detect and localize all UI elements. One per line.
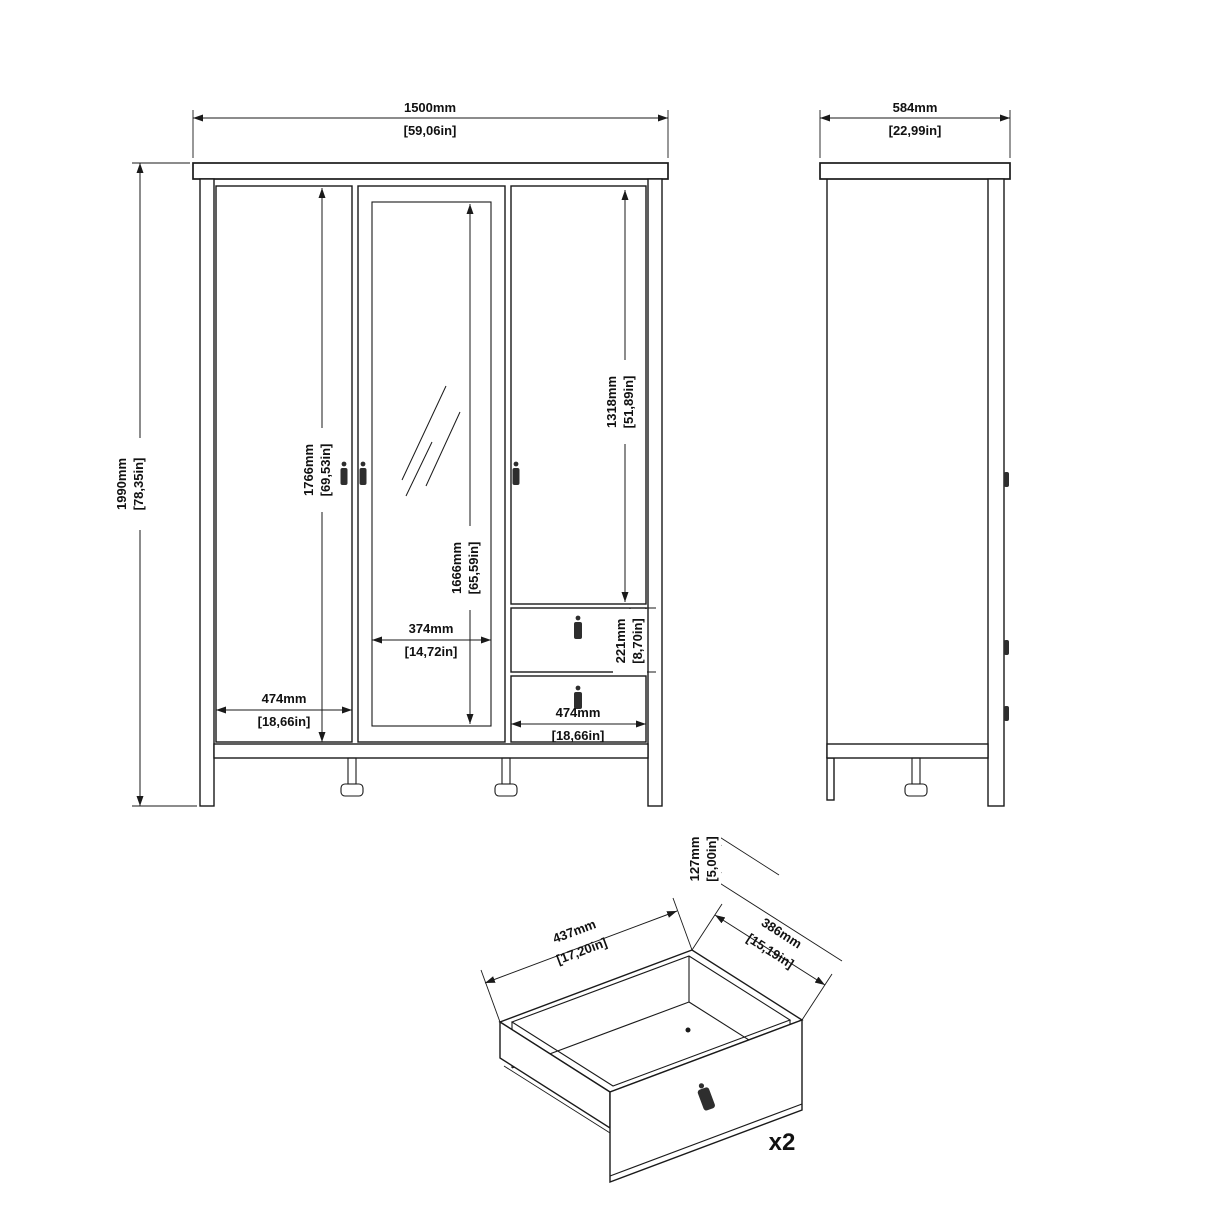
- dim-mirror-width-in: [14,72in]: [405, 644, 458, 659]
- dim-drawer-width: 474mm [18,66in]: [511, 705, 646, 743]
- dim-left-door-width: 474mm [18,66in]: [216, 691, 352, 729]
- dim-drawer-height-mm: 221mm: [613, 619, 628, 664]
- dim-drawerbox-height-mm: 127mm: [687, 837, 702, 882]
- dim-drawer-height: 221mm [8,70in]: [613, 607, 656, 673]
- mirror-panel: [371, 201, 492, 727]
- dim-front-width-mm: 1500mm: [404, 100, 456, 115]
- dim-left-door-in: [69,53in]: [318, 444, 333, 497]
- dim-right-door-height: 1318mm [51,89in]: [604, 190, 638, 602]
- dim-mirror-height-in: [65,59in]: [466, 542, 481, 595]
- dim-left-door-height: 1766mm [69,53in]: [301, 188, 335, 742]
- dim-left-width-in: [18,66in]: [258, 714, 311, 729]
- mirror-shine: [401, 385, 461, 497]
- dim-mirror-width: 374mm [14,72in]: [372, 621, 491, 659]
- dim-drawer-width-in: [18,66in]: [552, 728, 605, 743]
- drawer-quantity-label: x2: [769, 1129, 796, 1156]
- front-right-stile: [647, 178, 663, 807]
- side-back-leg: [826, 757, 835, 801]
- mirror-door-handle-icon: [359, 461, 367, 485]
- side-view: [819, 162, 1011, 807]
- drawer-front-bottom-edge: [609, 1103, 803, 1177]
- drawer-screw-hole: [685, 1027, 691, 1033]
- left-door-handle-icon: [340, 461, 348, 485]
- front-foot-left: [340, 757, 364, 797]
- dim-right-door-mm: 1318mm: [604, 376, 619, 428]
- side-drawer1-handle-icon: [1004, 640, 1009, 655]
- drawer-runner: [503, 1065, 619, 1139]
- front-top-board: [192, 162, 669, 180]
- right-door-handle-icon: [512, 461, 520, 485]
- side-door-handle-icon: [1004, 472, 1009, 487]
- side-bottom-rail: [826, 743, 989, 759]
- dim-mirror-width-mm: 374mm: [409, 621, 454, 636]
- dim-side-depth-mm: 584mm: [893, 100, 938, 115]
- side-front-stile: [987, 178, 1005, 807]
- dim-drawer-height-in: [8,70in]: [630, 618, 645, 664]
- dim-front-height: 1990mm [78,35in]: [114, 162, 197, 807]
- dim-side-depth: 584mm [22,99in]: [819, 100, 1011, 158]
- dim-left-door-mm: 1766mm: [301, 444, 316, 496]
- dim-front-width-in: [59,06in]: [404, 123, 457, 138]
- drawer2-handle-icon: [574, 685, 582, 709]
- dim-front-height-in: [78,35in]: [131, 458, 146, 511]
- dim-front-height-mm: 1990mm: [114, 458, 129, 510]
- dim-drawer-width-mm: 474mm: [556, 705, 601, 720]
- dim-drawerbox-height-in: [5,00in]: [704, 836, 719, 882]
- side-foot: [904, 757, 928, 797]
- dim-front-width: 1500mm [59,06in]: [192, 100, 669, 158]
- drawer1-handle-icon: [574, 615, 582, 639]
- dim-right-door-in: [51,89in]: [621, 376, 636, 429]
- dim-left-width-mm: 474mm: [262, 691, 307, 706]
- dim-side-depth-in: [22,99in]: [889, 123, 942, 138]
- dim-mirror-height-mm: 1666mm: [449, 542, 464, 594]
- front-bottom-rail: [213, 743, 649, 759]
- front-view: [192, 162, 669, 807]
- front-foot-right: [494, 757, 518, 797]
- dim-drawerbox-height: 127mm [5,00in]: [687, 825, 843, 962]
- front-left-stile: [199, 178, 215, 807]
- drawer-detail-handle-icon: [697, 1083, 715, 1111]
- drawer-detail: [498, 949, 804, 1184]
- side-top-board: [819, 162, 1011, 180]
- mirror-door: [357, 185, 506, 743]
- side-drawer2-handle-icon: [1004, 706, 1009, 721]
